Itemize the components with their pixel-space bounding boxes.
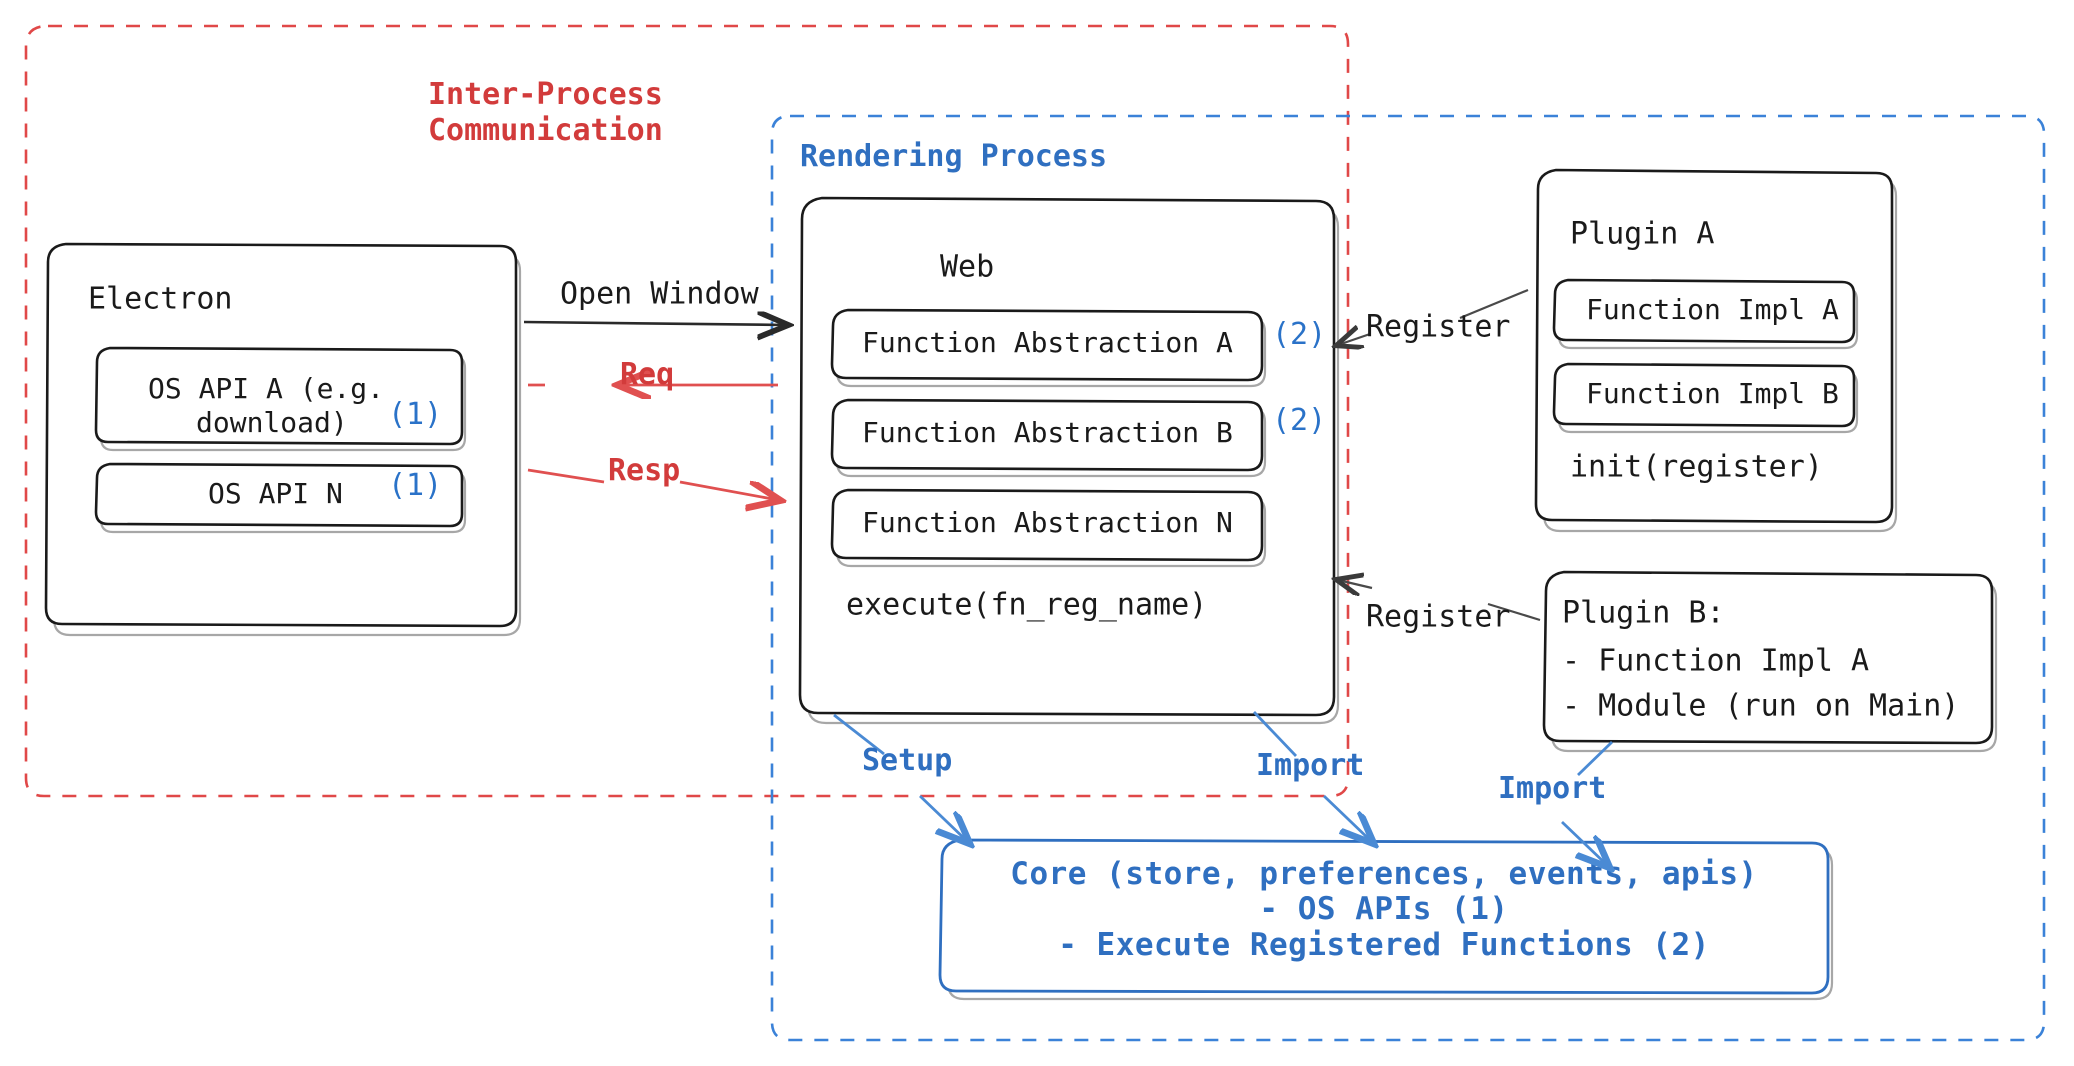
resp-arrow: Resp: [527, 453, 778, 500]
core-line-2: - OS APIs (1): [1259, 891, 1508, 927]
function-abstraction-b-marker: (2): [1272, 403, 1326, 438]
function-abstraction-a-marker: (2): [1272, 317, 1326, 352]
os-api-a-marker: (1): [388, 397, 442, 432]
register-plugin-b-arrow: Register: [1338, 580, 1541, 635]
function-abstraction-b-box[interactable]: Function Abstraction B: [830, 398, 1267, 478]
function-abstraction-b-label: Function Abstraction B: [862, 416, 1233, 449]
import-plugin-arrow: Import: [1498, 740, 1612, 866]
register-plugin-b-label: Register: [1366, 600, 1511, 635]
function-impl-a-label: Function Impl A: [1586, 293, 1839, 326]
os-api-a-label-line1: OS API A (e.g.: [148, 372, 384, 405]
req-arrow: Req: [528, 357, 778, 392]
import-web-label: Import: [1256, 748, 1364, 783]
plugin-b-item-0: - Function Impl A: [1562, 644, 1869, 679]
web-execute-label: execute(fn_reg_name): [846, 588, 1207, 623]
plugin-a-box[interactable]: Plugin A Function Impl A Function Impl B…: [1534, 168, 1898, 533]
ipc-label-line2: Communication: [428, 113, 663, 148]
resp-label: Resp: [608, 453, 680, 488]
os-api-n-marker: (1): [388, 468, 442, 503]
register-plugin-a-arrow: Register: [1338, 288, 1529, 345]
setup-arrow: Setup: [833, 713, 968, 842]
req-label: Req: [620, 357, 674, 392]
plugin-b-title: Plugin B:: [1562, 596, 1725, 631]
open-window-arrow: Open Window: [523, 277, 786, 326]
ipc-region: Inter-Process Communication: [24, 24, 1350, 798]
core-box[interactable]: Core (store, preferences, events, apis) …: [938, 838, 1834, 1001]
os-api-a-box[interactable]: OS API A (e.g. download) (1): [94, 346, 467, 452]
os-api-n-box[interactable]: OS API N (1): [94, 462, 467, 534]
electron-box[interactable]: Electron OS API A (e.g. download) (1) OS…: [44, 242, 522, 637]
rendering-process-region: Rendering Process: [770, 114, 2046, 1042]
plugin-b-item-1: - Module (run on Main): [1562, 689, 1959, 724]
plugin-a-init-label: init(register): [1570, 450, 1823, 485]
function-abstraction-a-box[interactable]: Function Abstraction A: [830, 308, 1267, 388]
function-abstraction-n-box[interactable]: Function Abstraction N: [830, 488, 1267, 568]
core-line-3: - Execute Registered Functions (2): [1058, 927, 1710, 963]
function-impl-a-box[interactable]: Function Impl A: [1552, 278, 1859, 350]
ipc-label-line1: Inter-Process: [428, 77, 663, 112]
import-plugin-label: Import: [1498, 771, 1606, 806]
os-api-a-label-line2: download): [196, 406, 348, 439]
function-abstraction-a-label: Function Abstraction A: [862, 326, 1233, 359]
function-impl-b-box[interactable]: Function Impl B: [1552, 362, 1859, 434]
setup-label: Setup: [862, 743, 952, 778]
plugin-a-title: Plugin A: [1570, 217, 1715, 252]
web-title: Web: [940, 250, 994, 285]
electron-title: Electron: [88, 282, 233, 317]
os-api-n-label: OS API N: [208, 477, 343, 510]
open-window-label: Open Window: [560, 277, 760, 312]
function-impl-b-label: Function Impl B: [1586, 377, 1839, 410]
import-web-arrow: Import: [1252, 711, 1372, 842]
core-line-1: Core (store, preferences, events, apis): [1010, 856, 1757, 892]
function-abstraction-n-label: Function Abstraction N: [862, 506, 1233, 539]
plugin-b-box[interactable]: Plugin B: - Function Impl A - Module (ru…: [1542, 570, 1998, 753]
rendering-process-label: Rendering Process: [800, 139, 1107, 174]
register-plugin-a-label: Register: [1366, 310, 1511, 345]
web-box[interactable]: Web Function Abstraction A (2) Function …: [798, 196, 1340, 725]
